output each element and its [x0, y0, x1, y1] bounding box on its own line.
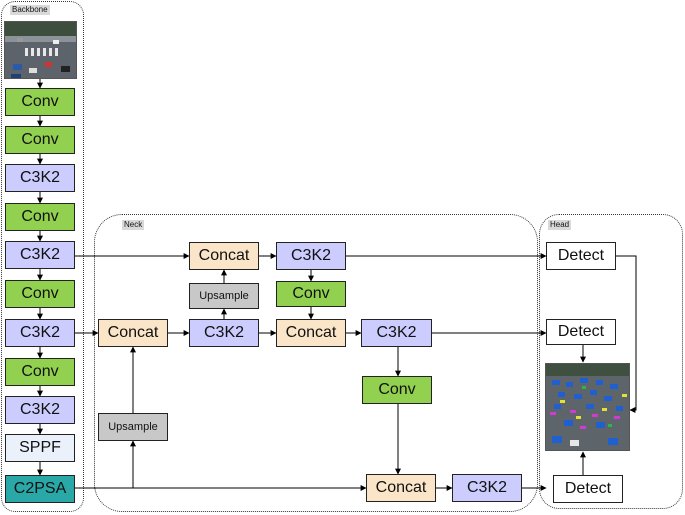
backbone-c3k2-3: C3K2: [5, 319, 75, 347]
backbone-conv-4: Conv: [5, 280, 75, 308]
backbone-c3k2-2: C3K2: [5, 241, 75, 269]
backbone-conv-1: Conv: [5, 88, 75, 116]
neck-upsample-top: Upsample: [189, 283, 259, 309]
neck-conv-lower: Conv: [362, 376, 432, 404]
neck-conv-mid: Conv: [276, 281, 346, 307]
output-detection-image: [545, 363, 630, 451]
neck-c3k2-mid-right: C3K2: [361, 319, 432, 347]
neck-concat-top: Concat: [189, 242, 259, 270]
backbone-label: Backbone: [10, 5, 50, 15]
neck-upsample-left: Upsample: [98, 413, 168, 441]
backbone-c3k2-1: C3K2: [5, 164, 75, 192]
backbone-conv-5: Conv: [5, 358, 75, 386]
neck-label: Neck: [122, 220, 145, 230]
neck-c3k2-mid-left: C3K2: [189, 319, 259, 347]
backbone-sppf: SPPF: [5, 434, 75, 462]
backbone-conv-2: Conv: [5, 126, 75, 154]
head-detect-bottom: Detect: [553, 475, 623, 503]
neck-group: [94, 214, 538, 512]
head-detect-top: Detect: [546, 242, 616, 270]
neck-concat-left: Concat: [98, 319, 168, 347]
head-group: [539, 214, 683, 509]
backbone-c3k2-4: C3K2: [5, 396, 75, 424]
neck-concat-bottom: Concat: [366, 474, 436, 502]
head-detect-mid: Detect: [546, 319, 616, 345]
neck-c3k2-top: C3K2: [276, 242, 346, 270]
input-traffic-image: [4, 21, 77, 79]
head-label: Head: [548, 220, 572, 230]
neck-c3k2-bottom: C3K2: [452, 474, 522, 502]
backbone-conv-3: Conv: [5, 203, 75, 231]
backbone-c2psa: C2PSA: [5, 475, 75, 503]
neck-concat-mid: Concat: [276, 319, 346, 347]
